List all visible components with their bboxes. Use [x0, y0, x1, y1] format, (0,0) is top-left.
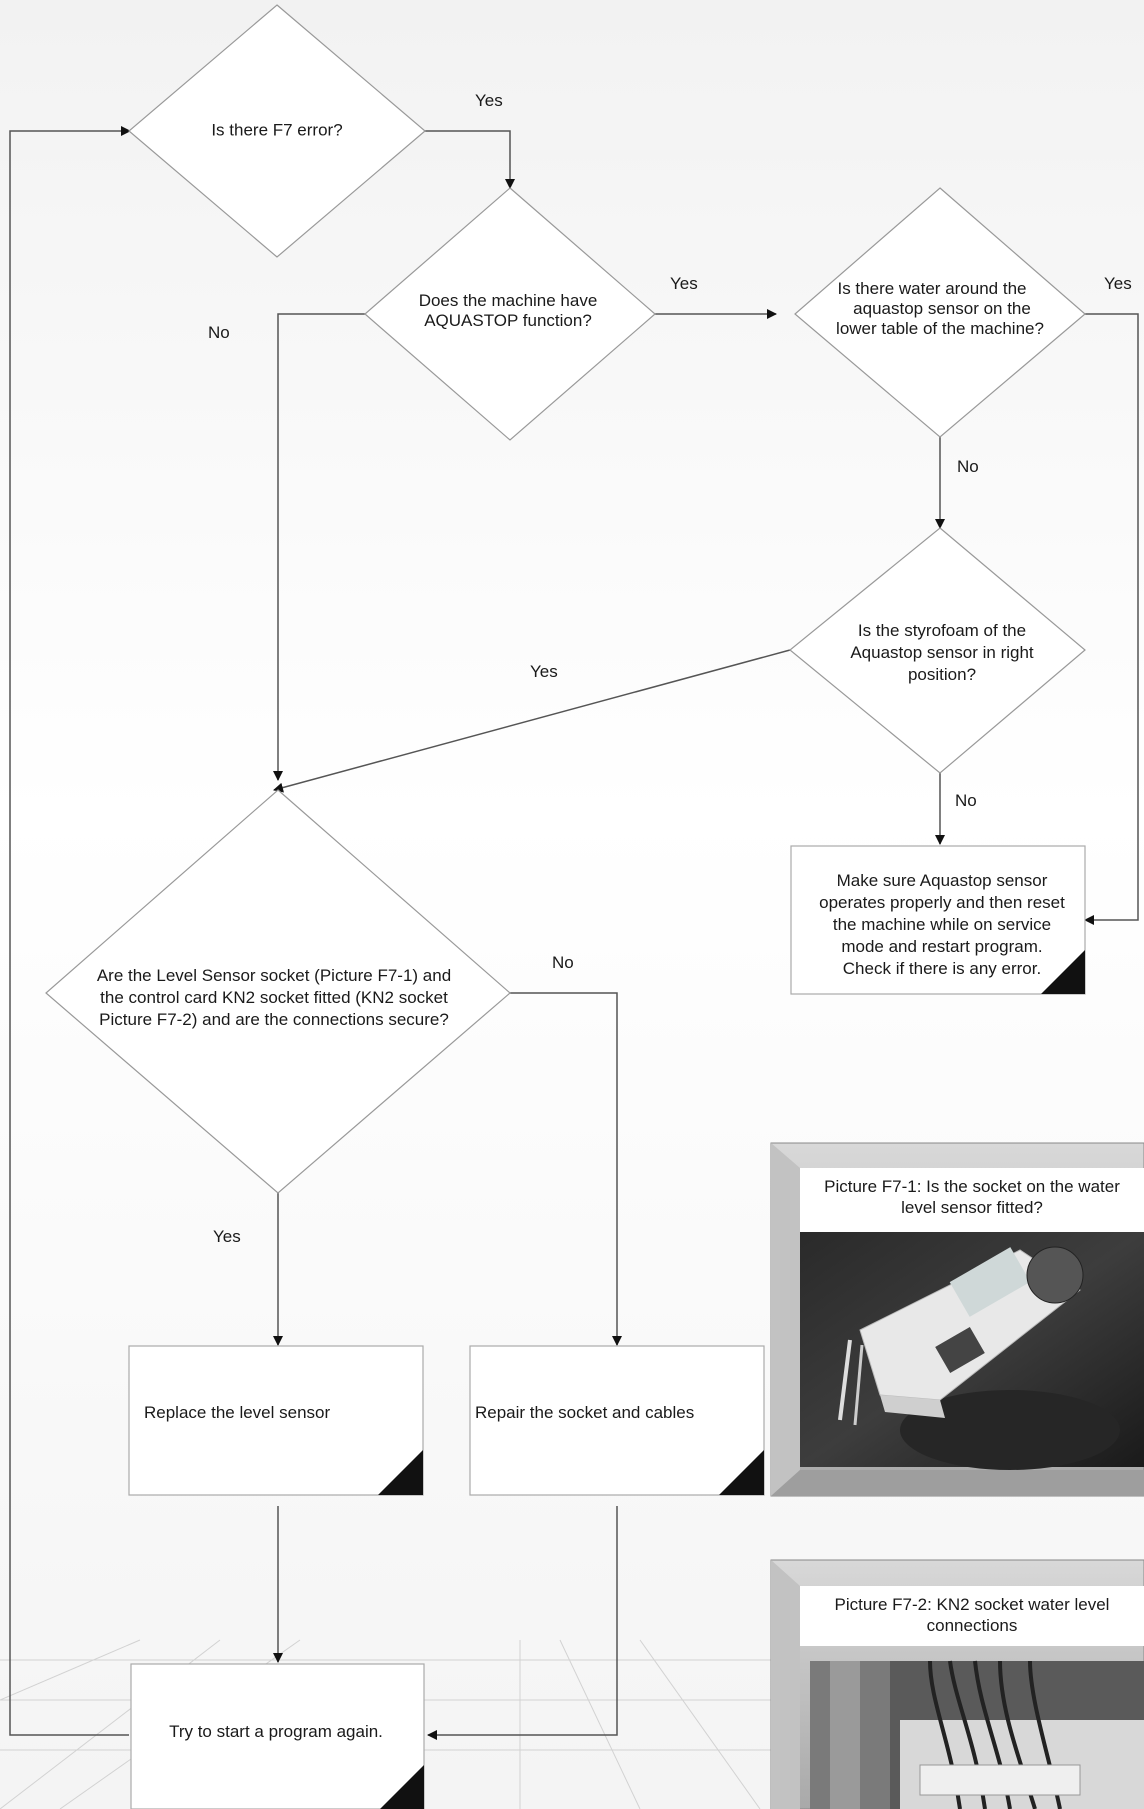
- action-aquastop-text-4: mode and restart program.: [841, 937, 1042, 956]
- label-yes-level: Yes: [213, 1227, 241, 1246]
- action-aquastop-text-5: Check if there is any error.: [843, 959, 1041, 978]
- label-no-water: No: [957, 457, 979, 476]
- decision-level-text-2: the control card KN2 socket fitted (KN2 …: [100, 988, 448, 1007]
- label-yes-aquastop: Yes: [670, 274, 698, 293]
- label-yes-styrofoam: Yes: [530, 662, 558, 681]
- action-repair-socket: Repair the socket and cables: [469, 1345, 765, 1496]
- label-no-styrofoam: No: [955, 791, 977, 810]
- action-aquastop-text-1: Make sure Aquastop sensor: [837, 871, 1048, 890]
- action-replace-text: Replace the level sensor: [144, 1403, 331, 1422]
- decision-styrofoam-text-1: Is the styrofoam of the: [858, 621, 1026, 640]
- decision-water-around-sensor: Is there water around the aquastop senso…: [794, 187, 1086, 438]
- action-try-again: Try to start a program again.: [130, 1663, 425, 1809]
- decision-aquastop-text-2: AQUASTOP function?: [424, 311, 592, 330]
- label-yes-water: Yes: [1104, 274, 1132, 293]
- decision-level-sensor-socket: Are the Level Sensor socket (Picture F7-…: [45, 789, 511, 1194]
- decision-water-text-1: Is there water around the: [837, 279, 1026, 298]
- label-no-aquastop: No: [208, 323, 230, 342]
- picture-f7-1-caption-1: Picture F7-1: Is the socket on the water: [824, 1177, 1120, 1196]
- picture-f7-2: Picture F7-2: KN2 socket water level con…: [770, 1559, 1144, 1809]
- label-yes-f7: Yes: [475, 91, 503, 110]
- decision-water-text-2: aquastop sensor on the: [853, 299, 1031, 318]
- decision-water-text-3: lower table of the machine?: [836, 319, 1044, 338]
- label-no-level: No: [552, 953, 574, 972]
- decision-styrofoam-position: Is the styrofoam of the Aquastop sensor …: [789, 527, 1086, 774]
- decision-styrofoam-text-2: Aquastop sensor in right: [850, 643, 1034, 662]
- decision-aquastop-text-1: Does the machine have: [419, 291, 598, 310]
- picture-f7-1: Picture F7-1: Is the socket on the water…: [770, 1142, 1144, 1497]
- decision-level-text-3: Picture F7-2) and are the connections se…: [99, 1010, 449, 1029]
- flow-labels: Yes Yes No Yes No Yes No No Yes: [208, 91, 1132, 1246]
- picture-f7-2-caption-2: connections: [927, 1616, 1018, 1635]
- action-aquastop-text-3: the machine while on service: [833, 915, 1051, 934]
- picture-f7-2-caption-1: Picture F7-2: KN2 socket water level: [835, 1595, 1110, 1614]
- connectors: [9, 126, 1139, 1740]
- decision-f7-error: Is there F7 error?: [128, 4, 426, 258]
- action-repair-text: Repair the socket and cables: [475, 1403, 694, 1422]
- action-aquastop-text-2: operates properly and then reset: [819, 893, 1065, 912]
- decision-aquastop-function: Does the machine have AQUASTOP function?: [364, 187, 656, 441]
- picture-f7-1-caption-2: level sensor fitted?: [901, 1198, 1043, 1217]
- decision-f7-error-text: Is there F7 error?: [211, 120, 342, 139]
- action-try-again-text: Try to start a program again.: [169, 1722, 383, 1741]
- action-replace-sensor: Replace the level sensor: [128, 1345, 424, 1496]
- decision-level-text-1: Are the Level Sensor socket (Picture F7-…: [97, 966, 451, 985]
- action-aquastop-check: Make sure Aquastop sensor operates prope…: [790, 845, 1086, 995]
- decision-styrofoam-text-3: position?: [908, 665, 976, 684]
